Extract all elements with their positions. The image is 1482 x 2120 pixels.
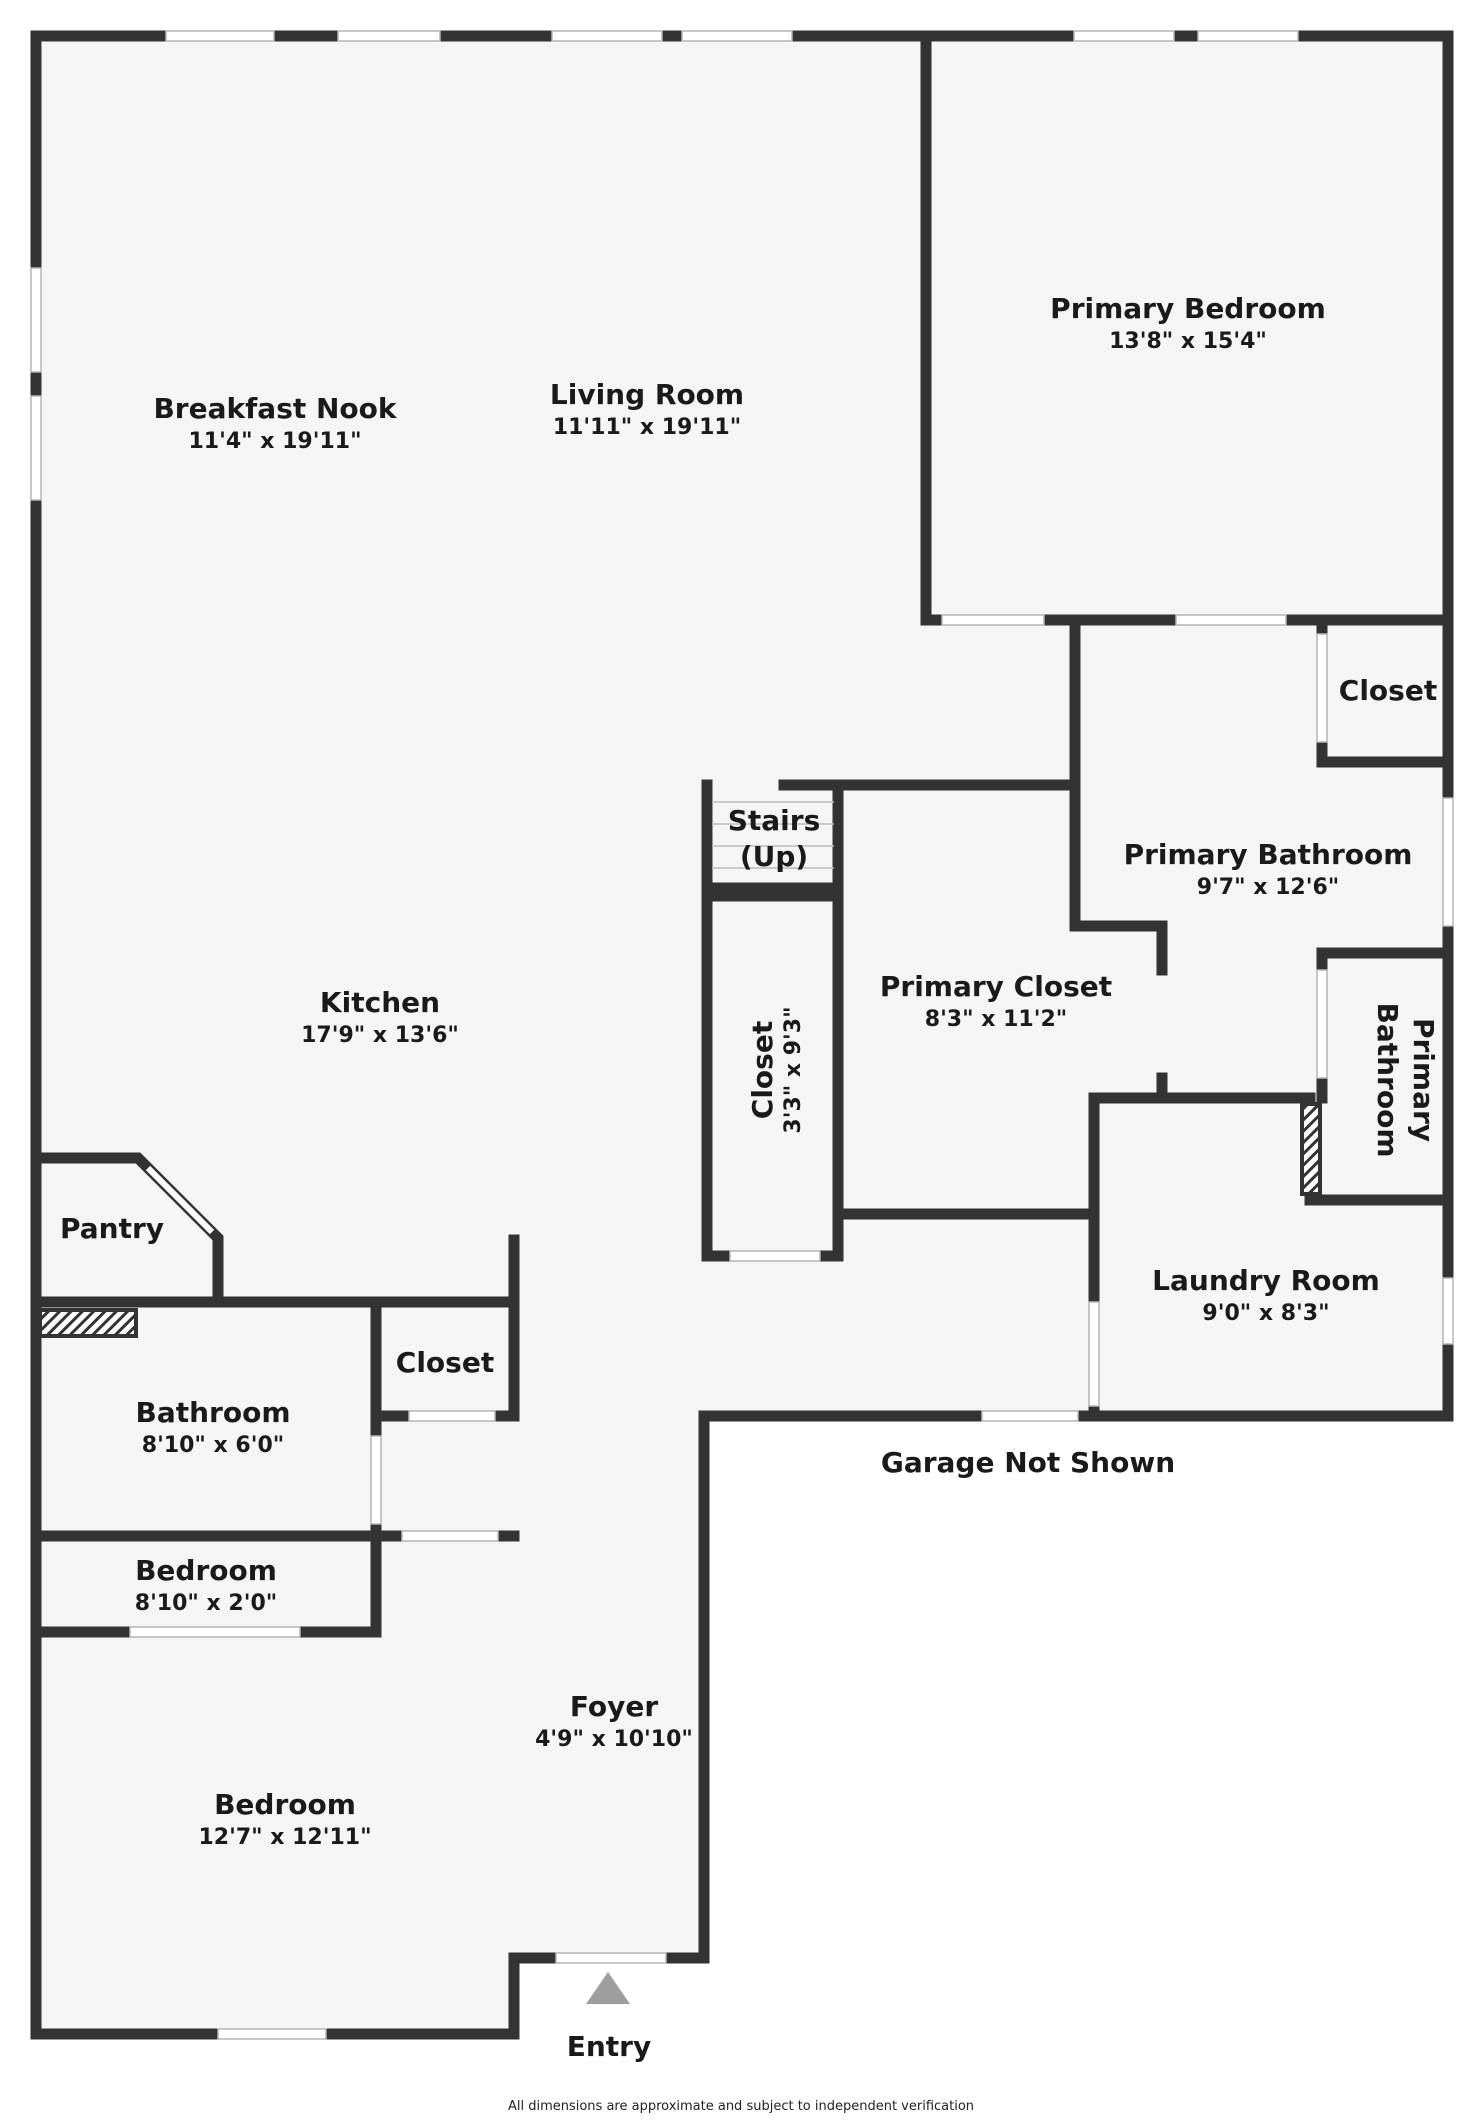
room-dims-foyer: 4'9" x 10'10" [535, 1727, 693, 1752]
room-label-primary-bathroom-small-line1: Primary [1407, 1018, 1440, 1142]
wall-laundry [1088, 1092, 1454, 1422]
room-label-primary-bathroom-small-line2: Bathroom [1371, 1002, 1404, 1157]
room-dims-breakfast-nook: 11'4" x 19'11" [188, 429, 361, 454]
room-label-living-room: Living Room [550, 378, 744, 411]
room-dims-bedroom: 12'7" x 12'11" [198, 1825, 371, 1850]
room-label-stairs-line1: Stairs [728, 804, 821, 837]
entry-label: Entry [567, 2030, 652, 2063]
room-dims-bedroom-small: 8'10" x 2'0" [135, 1591, 277, 1616]
room-label-bathroom: Bathroom [135, 1396, 290, 1429]
room-label-closet-primary-bath: Closet [1339, 674, 1437, 707]
room-dims-primary-bathroom: 9'7" x 12'6" [1197, 875, 1339, 900]
hatched-column-bathroom [38, 1308, 138, 1338]
room-label-pantry: Pantry [60, 1212, 164, 1245]
walls [30, 30, 1454, 2040]
hatched-column-laundry [1300, 1102, 1322, 1196]
room-label-bedroom-small: Bedroom [135, 1554, 277, 1587]
room-label-closet-hall: Closet [746, 1021, 779, 1119]
room-label-closet-foyer: Closet [396, 1346, 494, 1379]
room-dims-living-room: 11'11" x 19'11" [553, 415, 741, 440]
room-label-stairs-line2: (Up) [740, 840, 808, 873]
room-label-primary-bedroom: Primary Bedroom [1050, 292, 1326, 325]
room-label-laundry-room: Laundry Room [1152, 1264, 1380, 1297]
room-dims-bathroom: 8'10" x 6'0" [142, 1433, 284, 1458]
room-dims-closet-hall: 3'3" x 9'3" [781, 1006, 806, 1133]
windows [30, 30, 1454, 2040]
garage-note: Garage Not Shown [881, 1446, 1175, 1479]
stairs-treads [712, 801, 834, 869]
pantry-door [145, 1165, 215, 1235]
room-label-primary-bathroom: Primary Bathroom [1124, 838, 1413, 871]
room-dims-laundry-room: 9'0" x 8'3" [1202, 1301, 1329, 1326]
room-label-breakfast-nook: Breakfast Nook [153, 392, 397, 425]
room-dims-primary-bedroom: 13'8" x 15'4" [1109, 329, 1267, 354]
exterior-wall [30, 30, 1454, 2040]
room-dims-kitchen: 17'9" x 13'6" [301, 1023, 459, 1048]
room-label-primary-closet: Primary Closet [880, 970, 1112, 1003]
room-label-kitchen: Kitchen [320, 986, 440, 1019]
wall-stairs [701, 779, 842, 894]
room-dims-primary-closet: 8'3" x 11'2" [925, 1007, 1067, 1032]
room-label-bedroom: Bedroom [214, 1788, 356, 1821]
disclaimer: All dimensions are approximate and subje… [508, 2099, 974, 2114]
entry-arrow-icon [586, 1972, 630, 2004]
room-label-foyer: Foyer [570, 1690, 658, 1723]
wall-primary-bath-west [1069, 614, 1168, 976]
